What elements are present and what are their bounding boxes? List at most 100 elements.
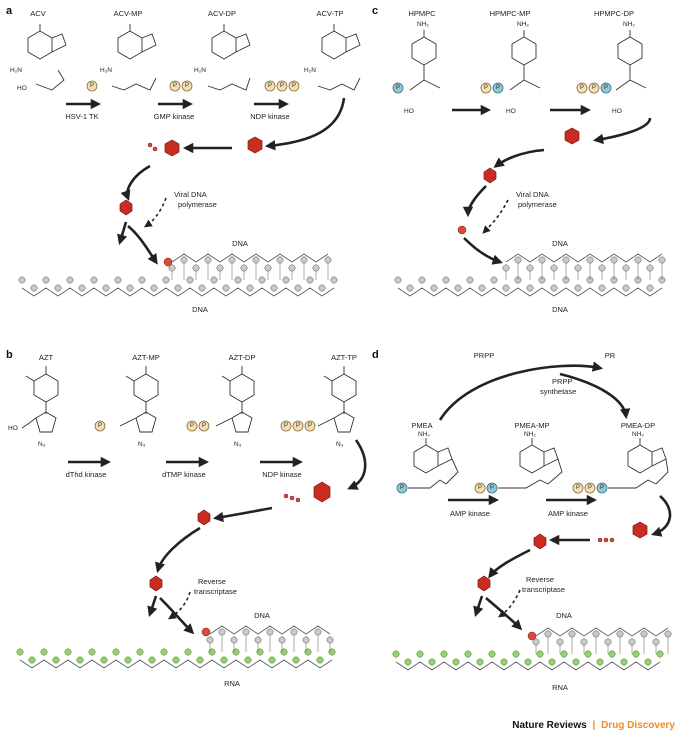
template-bottom-label: RNA (552, 683, 568, 692)
nascent-nucleotide (314, 628, 322, 636)
template-nucleotide (148, 656, 156, 664)
thymine-structure: N₃ (215, 366, 255, 448)
template-nucleotide (100, 656, 108, 664)
phosphate-label: P (600, 485, 604, 491)
atom-label: NH₂ (418, 431, 430, 438)
template-nucleotide (632, 650, 640, 658)
curved-arrow (462, 185, 487, 218)
template-nucleotide (18, 276, 26, 284)
nascent-nucleotide (326, 636, 334, 644)
drug-base-icon (197, 509, 211, 526)
template-nucleotide (330, 276, 338, 284)
template-nucleotide (210, 276, 218, 284)
template-nucleotide (280, 648, 288, 656)
panel-b: b AZT AZT-MP AZT-DP AZT-TP HO N₃ N₃ N₃ N… (6, 349, 367, 688)
compound-label: HPMPC-MP (490, 9, 531, 18)
template-nucleotide (442, 276, 450, 284)
phosphate-icon (169, 80, 181, 92)
curved-arrow (347, 439, 367, 490)
phosphate-icon (276, 80, 288, 92)
template-nucleotide (416, 650, 424, 658)
nascent-nucleotide (580, 638, 588, 646)
template-nucleotide (490, 276, 498, 284)
phosphate-label: P (400, 485, 404, 491)
template-nucleotide (608, 650, 616, 658)
template-nucleotide (452, 658, 460, 666)
enzyme-label: AMP kinase (548, 509, 588, 518)
phosphate-icon (264, 80, 276, 92)
curved-arrow (651, 495, 672, 537)
phosphate-label: P (296, 423, 300, 429)
compound-label: ACV-TP (316, 9, 343, 18)
nascent-nucleotide (216, 264, 224, 272)
phosphate-label: P (202, 423, 206, 429)
compound-label: AZT-TP (331, 353, 357, 362)
template-nucleotide (246, 284, 254, 292)
phosphate-icon (480, 82, 492, 94)
phosphate-label: P (284, 423, 288, 429)
nascent-nucleotide (242, 628, 250, 636)
compound-label: ACV-DP (208, 9, 236, 18)
template-nucleotide (464, 650, 472, 658)
nascent-nucleotide (562, 256, 570, 264)
template-nucleotide (404, 658, 412, 666)
phosphate-dot-icon (283, 493, 289, 499)
cytosine-structure: NH₂ HO (506, 21, 541, 115)
nascent-nucleotide (252, 256, 260, 264)
phosphate-dot-icon (289, 495, 295, 501)
template-nucleotide (172, 656, 180, 664)
phosphate-icon (94, 420, 106, 432)
nascent-nucleotide (514, 256, 522, 264)
curved-arrow (488, 548, 531, 579)
atom-label: HO (506, 108, 516, 115)
phosphate-label: P (185, 83, 189, 89)
template-nucleotide (466, 276, 474, 284)
enzyme-label: NDP kinase (262, 470, 301, 479)
atom-label: N₃ (336, 441, 344, 448)
thymine-structure: N₃ (317, 366, 357, 448)
template-nucleotide (406, 284, 414, 292)
nascent-nucleotide (264, 264, 272, 272)
template-nucleotide (186, 276, 194, 284)
thymine-structure: HO N₃ (8, 366, 59, 448)
compound-label: HPMPC (408, 9, 436, 18)
enzyme-label: AMP kinase (450, 509, 490, 518)
nascent-nucleotide (290, 628, 298, 636)
guanine-structure: H₂N HO (10, 24, 67, 92)
template-nucleotide (572, 658, 580, 666)
compound-label: HPMPC-DP (594, 9, 634, 18)
template-nucleotide (478, 284, 486, 292)
drug-base-icon (313, 481, 331, 503)
nascent-nucleotide (592, 630, 600, 638)
curved-arrow (159, 597, 195, 635)
template-nucleotide (476, 658, 484, 666)
atom-label: NH₂ (632, 431, 644, 438)
prpp-arch-arrow (559, 372, 631, 420)
nascent-nucleotide (574, 264, 582, 272)
nascent-nucleotide (288, 264, 296, 272)
template-nucleotide (42, 276, 50, 284)
pr-label: PR (605, 351, 616, 360)
phosphate-icon (304, 420, 316, 432)
drug-base-icon (119, 199, 133, 216)
phosphate-icon (576, 82, 588, 94)
phosphate-dot-icon (147, 142, 153, 148)
template-nucleotide (318, 284, 326, 292)
nascent-nucleotide (610, 256, 618, 264)
template-top-label: DNA (232, 239, 248, 248)
drug-base-icon (477, 575, 491, 592)
phosphate-icon (186, 420, 198, 432)
phosphate-dot-icon (152, 146, 158, 152)
phosphonate-icon (596, 482, 608, 494)
template-nucleotide (112, 648, 120, 656)
template-nucleotide (430, 284, 438, 292)
template-nucleotide (428, 658, 436, 666)
template-nucleotide (258, 276, 266, 284)
template-nucleotide (418, 276, 426, 284)
dashed-arrow (498, 589, 521, 618)
phosphate-label: P (496, 85, 500, 91)
atom-label: NH₂ (517, 21, 529, 28)
template-nucleotide (90, 276, 98, 284)
template-nucleotide (646, 284, 654, 292)
